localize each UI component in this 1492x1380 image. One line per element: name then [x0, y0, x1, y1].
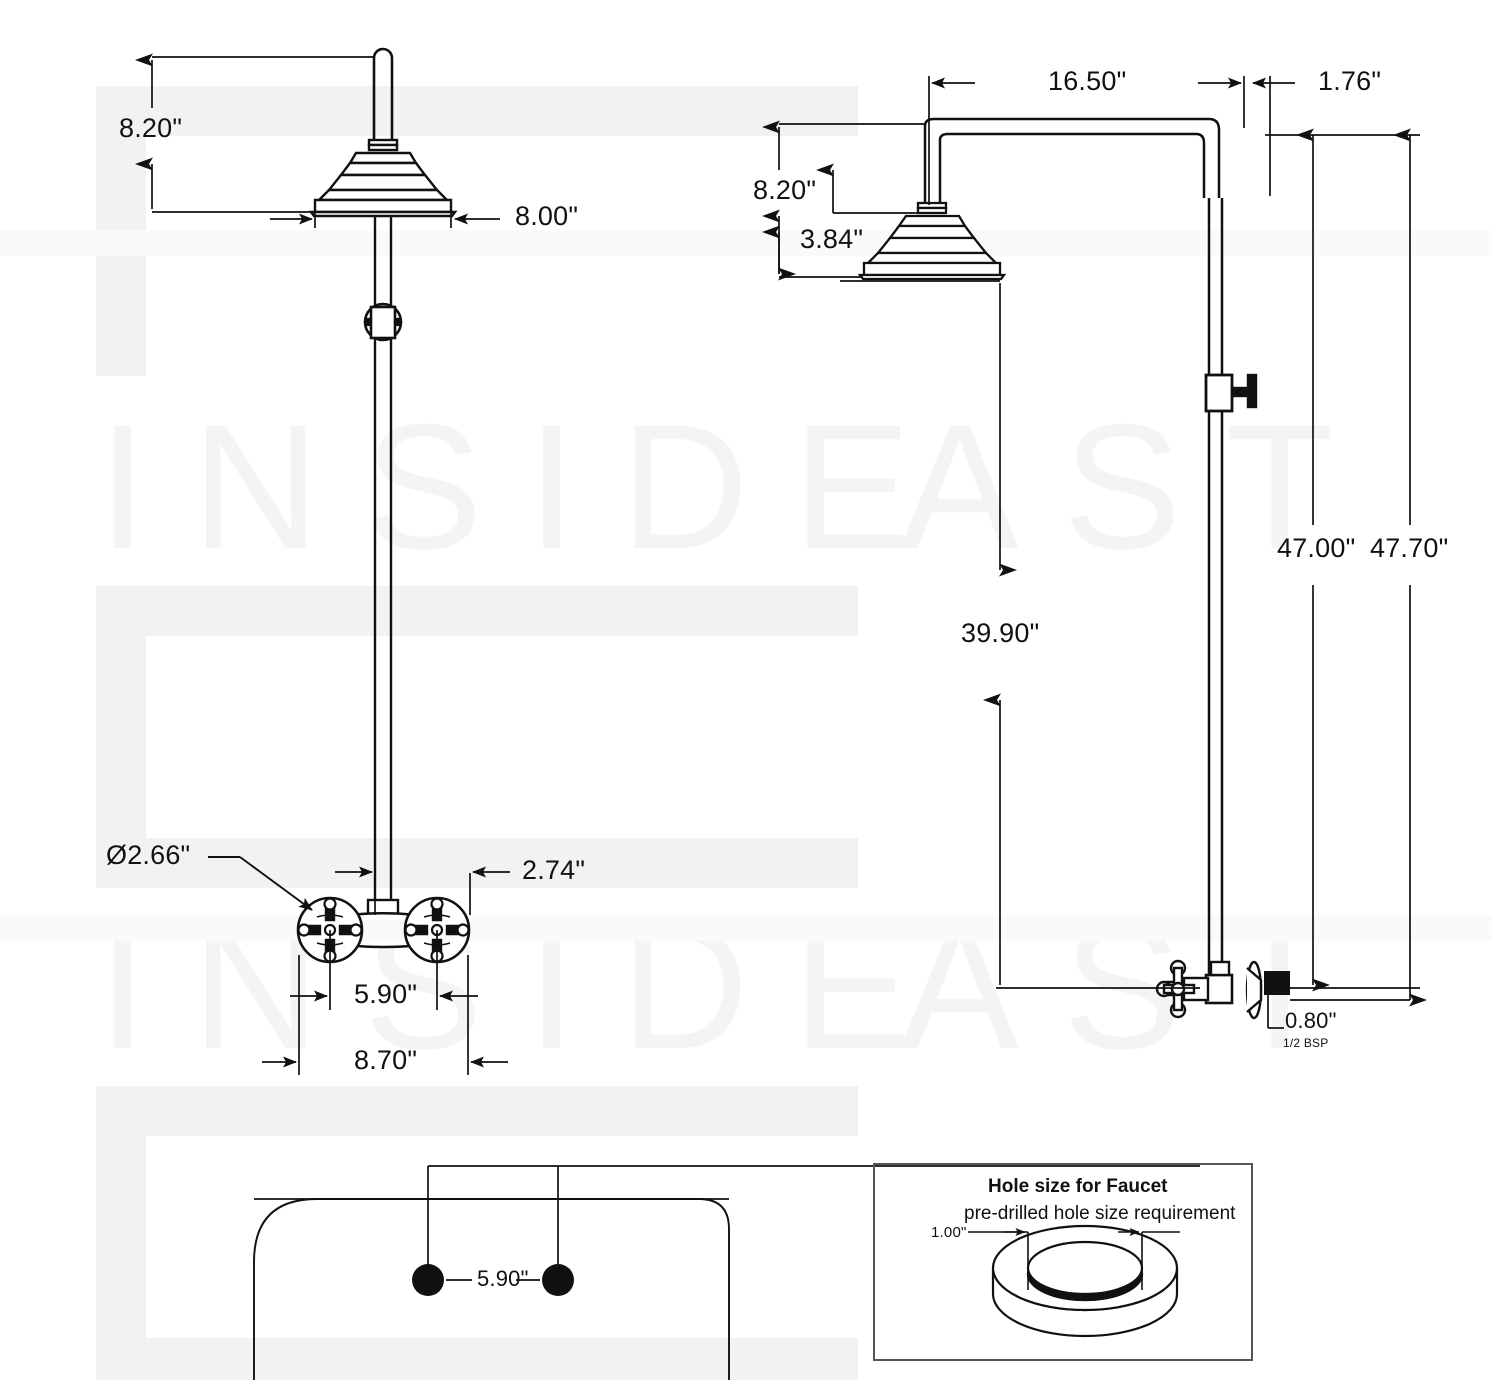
dim-label-front-head-diameter: 8.00" — [515, 201, 579, 231]
dim-label-side-arm-reach: 16.50" — [1048, 66, 1127, 96]
dim-label-hole-diameter: 1.00" — [931, 1224, 967, 1241]
dim-label-side-wall-offset: 1.76" — [1318, 66, 1382, 96]
dim-label-front-overall-width: 8.70" — [354, 1045, 418, 1075]
dim-label-side-head-height: 8.20" — [753, 175, 817, 205]
note-label-inlet-thread: 1/2 BSP — [1283, 1036, 1329, 1050]
dim-label-side-head-to-valve: 39.90" — [961, 618, 1040, 648]
hole-size-box-subtitle: pre-drilled hole size requirement — [964, 1203, 1236, 1224]
dim-label-plan-hole-centers: 5.90" — [477, 1266, 529, 1291]
dim-label-side-riser-height: 47.00" — [1277, 533, 1356, 563]
dim-label-side-inlet-projection: 0.80" — [1285, 1008, 1337, 1033]
dim-label-side-overall-height: 47.70" — [1370, 533, 1449, 563]
dim-label-front-head-height: 8.20" — [119, 113, 183, 143]
dim-label-front-handle-offset: 2.74" — [522, 855, 586, 885]
dim-label-front-handle-diameter: Ø2.66" — [106, 840, 191, 870]
dim-label-front-handle-centers: 5.90" — [354, 979, 418, 1009]
front-top-pipe-stub — [372, 47, 394, 143]
dim-label-side-head-depth: 3.84" — [800, 224, 864, 254]
hole-size-box-title: Hole size for Faucet — [988, 1176, 1168, 1197]
